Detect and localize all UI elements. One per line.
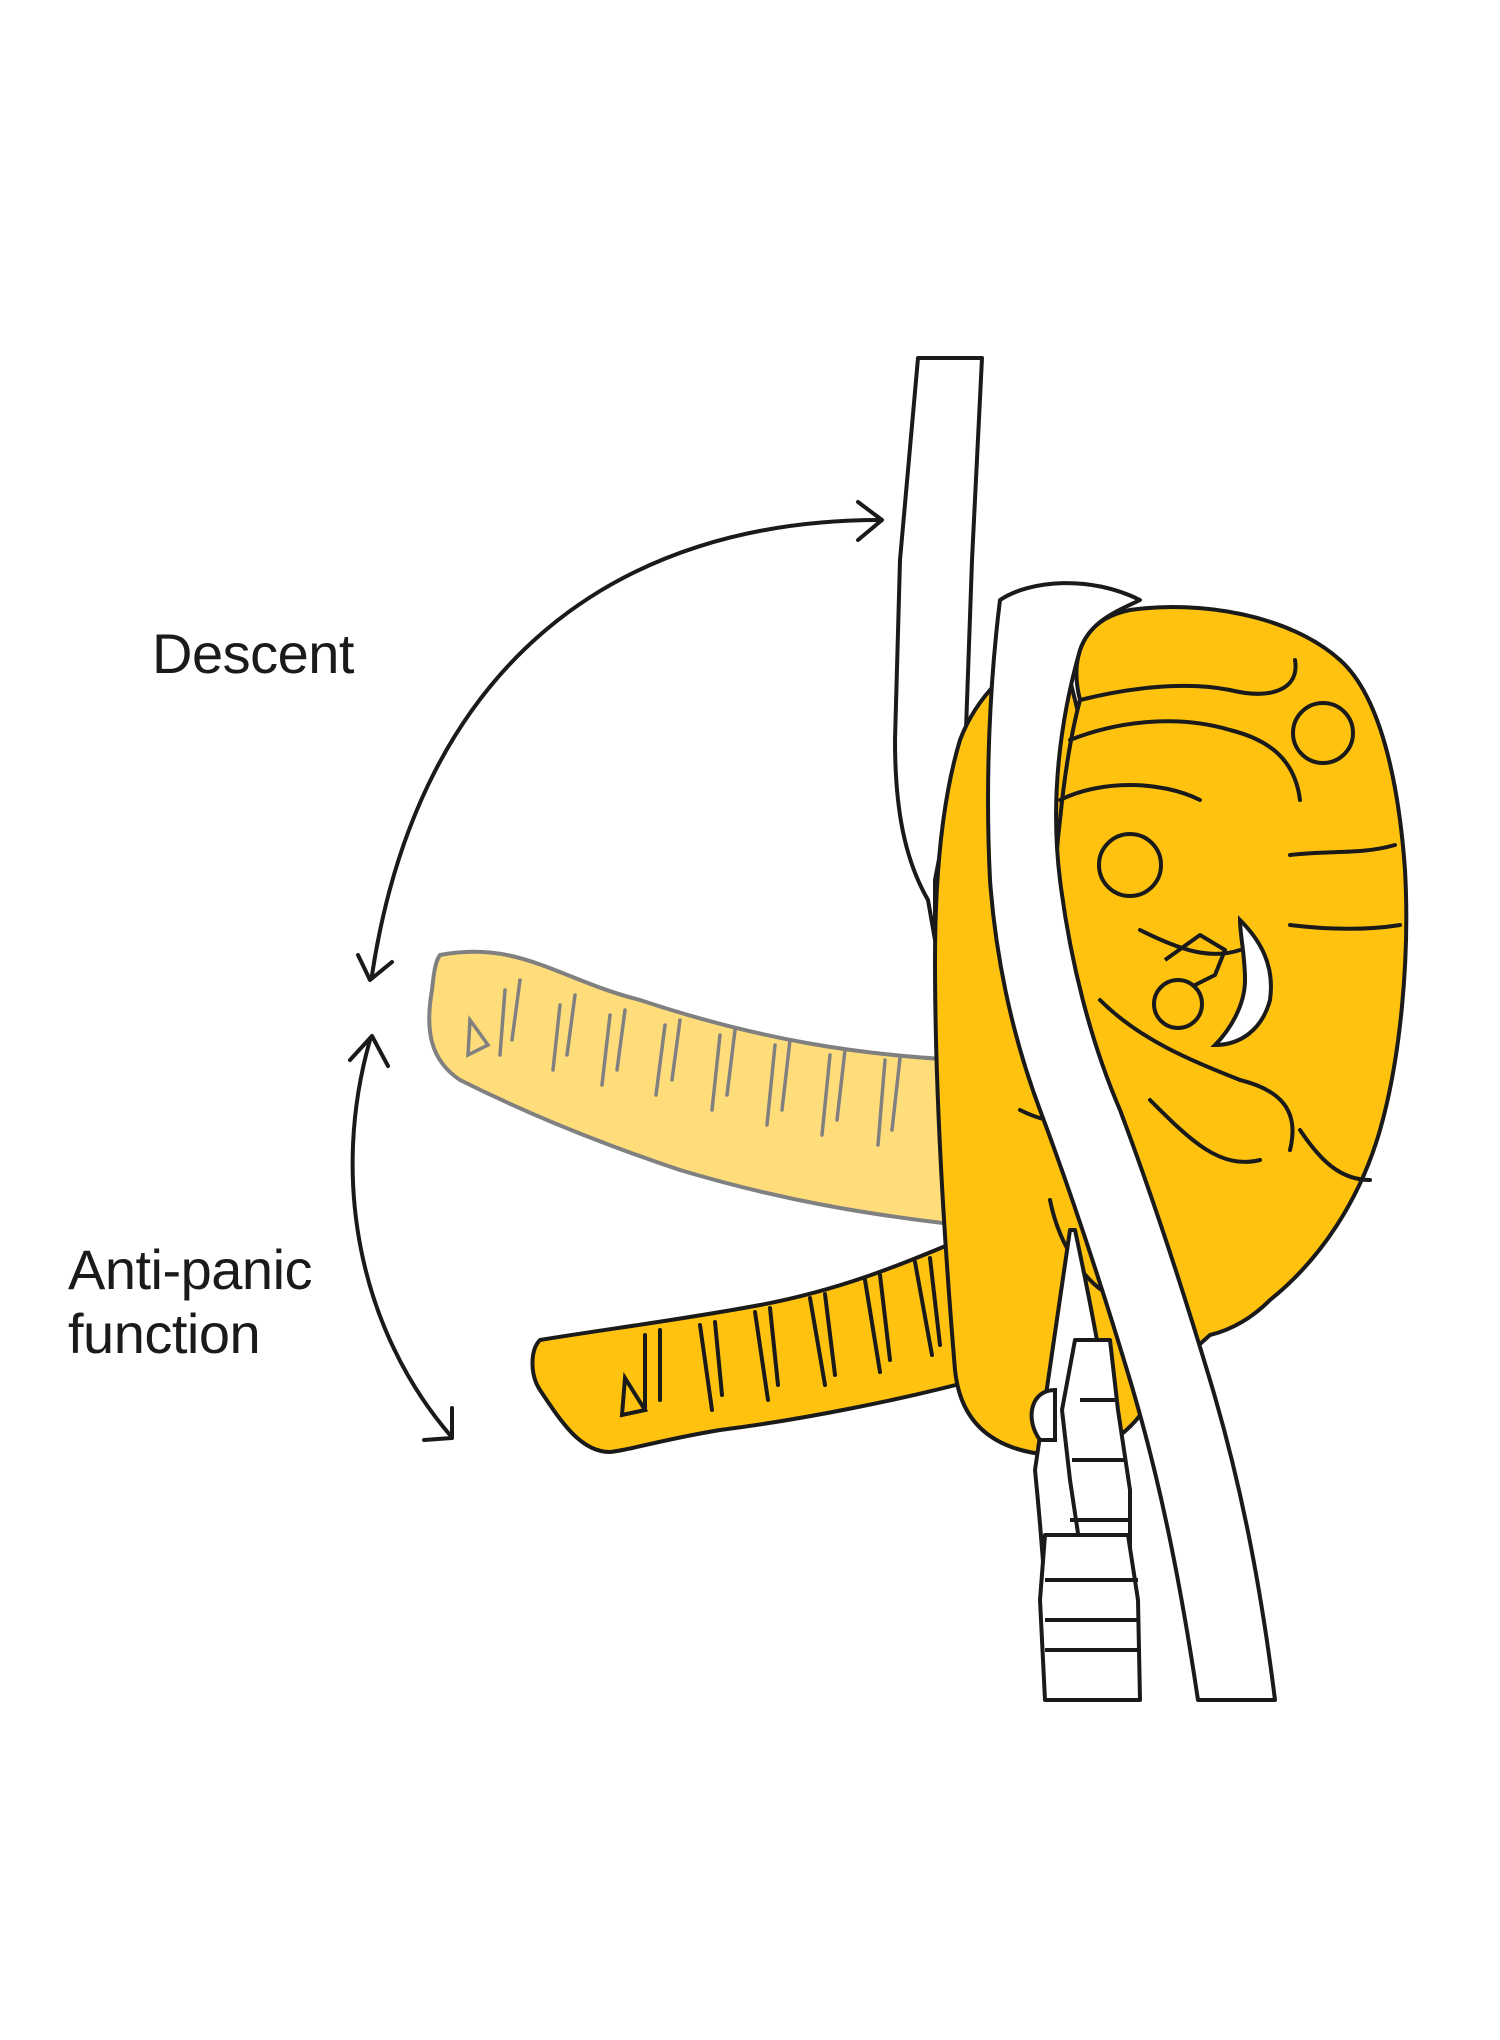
anti-panic-arrow [348,1034,454,1442]
rope-loop [986,581,1277,1702]
handle-ghost-descent-position [427,949,962,1228]
carabiner [1029,1338,1142,1702]
anti-panic-label-line2: function [68,1302,261,1365]
anti-panic-label: Anti-panic function [68,1238,313,1366]
handle-anti-panic-position [530,1238,977,1454]
descent-arrow [356,500,884,982]
descent-label: Descent [152,622,354,685]
anti-panic-label-line1: Anti-panic [68,1238,313,1301]
